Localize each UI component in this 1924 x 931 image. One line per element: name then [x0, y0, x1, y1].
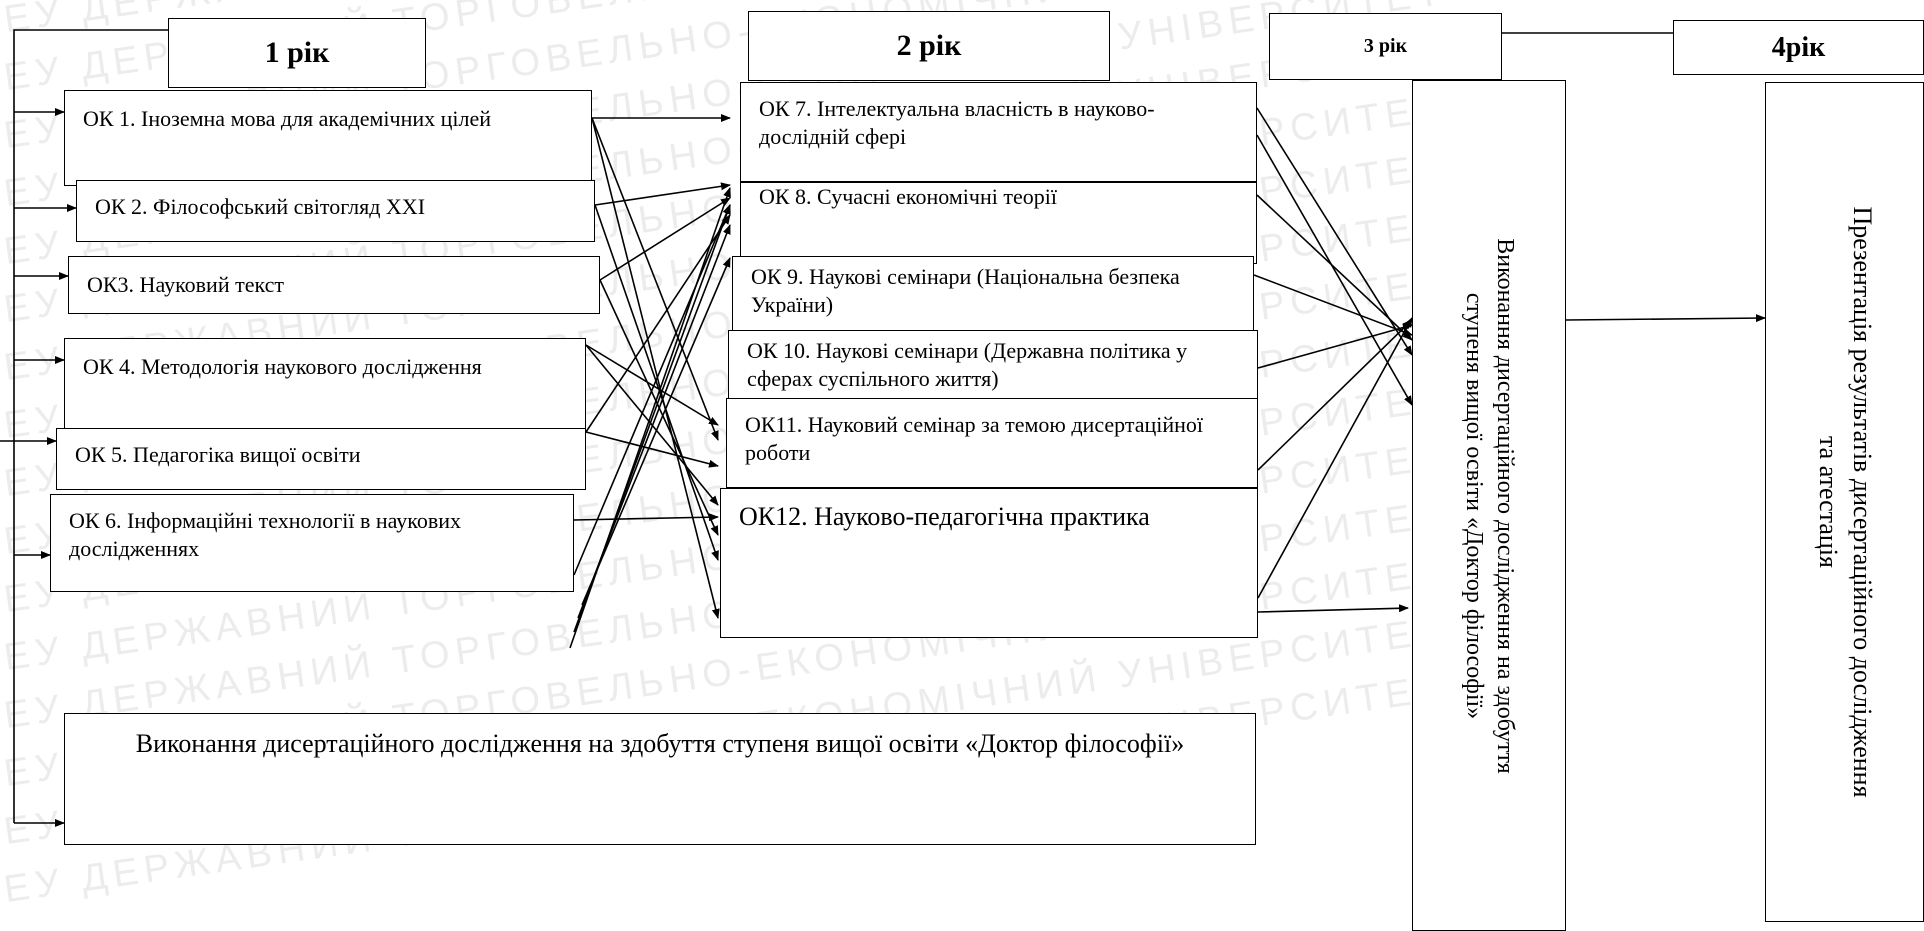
course-ok7: ОК 7. Інтелектуальна власність в науково…	[740, 82, 1257, 182]
course-ok5: ОК 5. Педагогіка вищої освіти	[56, 428, 586, 490]
course-ok2: ОК 2. Філософський світогляд ХХІ	[76, 180, 595, 242]
course-ok8: ОК 8. Сучасні економічні теорії	[740, 182, 1257, 264]
dissertation-box-label: Виконання дисертаційного дослідження на …	[135, 729, 1185, 758]
course-ok3: ОК3. Науковий текст	[68, 256, 600, 314]
course-ok9: ОК 9. Наукові семінари (Національна безп…	[732, 256, 1254, 340]
course-ok12: ОК12. Науково-педагогічна практика	[720, 488, 1258, 638]
course-ok10-label: ОК 10. Наукові семінари (Державна політи…	[747, 338, 1188, 391]
course-ok6-label: ОК 6. Інформаційні технології в наукових…	[69, 508, 462, 561]
arrow-ok2-ok12	[594, 204, 719, 561]
course-ok2-label: ОК 2. Філософський світогляд ХХІ	[95, 194, 426, 219]
course-ok6: ОК 6. Інформаційні технології в наукових…	[50, 494, 574, 592]
arrow-ok6-ok8	[573, 204, 731, 576]
arrow-ok9-y3	[1253, 274, 1413, 336]
arrow-ok12-y3	[1257, 317, 1413, 599]
course-ok10: ОК 10. Наукові семінари (Державна політи…	[728, 330, 1258, 402]
header-year-3: 3 рік	[1269, 13, 1502, 80]
arrow-ok12-y3b	[1257, 604, 1409, 613]
arrow-ok10-y3	[1257, 323, 1413, 369]
arrow-ok2-ok8	[594, 182, 731, 206]
arrow-ok3-ok8	[599, 197, 731, 281]
course-ok11: ОК11. Науковий семінар за темою дисертац…	[726, 398, 1258, 488]
arrow-y3-y4	[1565, 314, 1766, 323]
course-ok11-label: ОК11. Науковий семінар за темою дисертац…	[745, 412, 1204, 465]
arrow-ok4-ok11	[585, 344, 719, 426]
arrow-ok7-y3	[1256, 107, 1413, 356]
year3-vertical-box: Виконання дисертаційного дослідження на …	[1412, 80, 1566, 931]
left-bracket-line	[13, 29, 168, 823]
arrow-ok5-ok11	[585, 431, 719, 468]
course-ok7-label: ОК 7. Інтелектуальна власність в науково…	[759, 96, 1155, 149]
dissertation-box: Виконання дисертаційного дослідження на …	[64, 713, 1256, 845]
header-year-2: 2 рік	[748, 11, 1110, 81]
course-ok1: ОК 1. Іноземна мова для академічних ціле…	[64, 90, 592, 186]
course-ok5-label: ОК 5. Педагогіка вищої освіти	[75, 442, 361, 467]
arrow-ok5-ok9	[585, 214, 731, 433]
header-year-1: 1 рік	[168, 18, 426, 88]
course-ok9-label: ОК 9. Наукові семінари (Національна безп…	[751, 264, 1180, 317]
year3-vertical-label: Виконання дисертаційного дослідження на …	[1461, 237, 1519, 774]
header-year-3-label: 3 рік	[1363, 35, 1408, 57]
arrow-ok7-y3b	[1256, 134, 1413, 406]
course-ok12-label: ОК12. Науково-педагогічна практика	[739, 502, 1150, 531]
year4-vertical-box: Презентація результатів дисертаційного д…	[1765, 82, 1924, 922]
header-year-4: 4рік	[1673, 20, 1924, 75]
header-year-4-label: 4рік	[1771, 32, 1826, 63]
course-ok3-label: ОК3. Науковий текст	[87, 272, 285, 297]
course-ok4: ОК 4. Методологія наукового дослідження	[64, 338, 586, 430]
header-year-1-label: 1 рік	[264, 36, 330, 70]
arrow-ok1-ok11	[591, 117, 719, 441]
course-ok1-label: ОК 1. Іноземна мова для академічних ціле…	[83, 106, 492, 131]
course-ok4-label: ОК 4. Методологія наукового дослідження	[83, 354, 482, 379]
year4-vertical-label: Презентація результатів дисертаційного д…	[1813, 206, 1877, 798]
fan-line-4	[581, 257, 731, 606]
fan-line-3	[577, 224, 731, 619]
header-year-2-label: 2 рік	[896, 29, 962, 63]
course-ok8-label: ОК 8. Сучасні економічні теорії	[759, 184, 1057, 209]
arrow-ok6-ok12	[573, 513, 719, 522]
arrow-ok1-ok12	[591, 117, 720, 619]
arrow-ok11-y3	[1257, 319, 1413, 471]
arrow-ok8-y3	[1256, 194, 1413, 341]
